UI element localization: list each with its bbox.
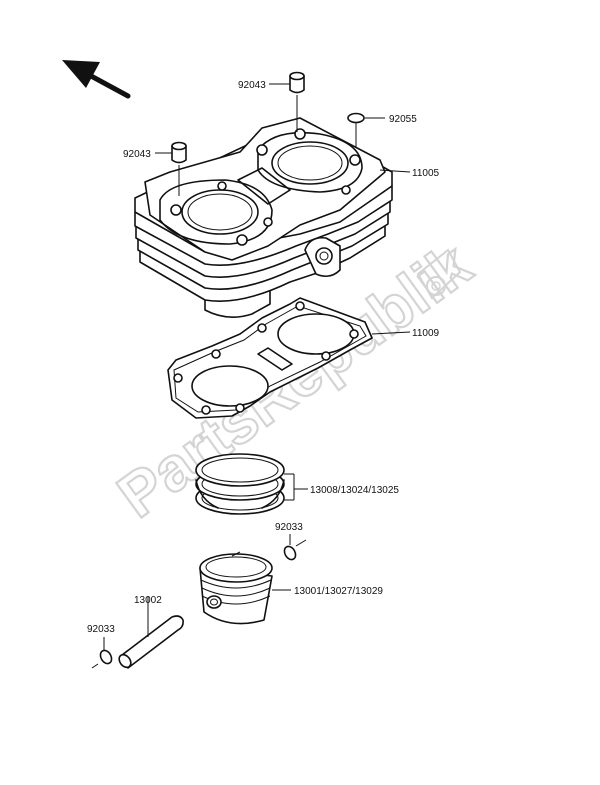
label-gasket: 11009 (412, 328, 440, 339)
piston (199, 551, 273, 625)
label-piston: 13001/13027/13029 (294, 586, 383, 597)
o-ring (347, 112, 365, 148)
leader-lines (155, 83, 411, 591)
label-o-ring: 92055 (389, 114, 417, 125)
label-cylinder: 11005 (412, 168, 440, 179)
label-circlip-left: 92033 (87, 624, 115, 635)
piston-ring-set (195, 453, 285, 515)
arrow-up-left-icon (62, 60, 131, 99)
label-dowel-top: 92043 (238, 80, 266, 91)
dowel-pin-left (171, 141, 187, 196)
label-circlip-right: 92033 (275, 522, 303, 533)
piston-pin (118, 596, 184, 669)
gear-icon (416, 248, 462, 300)
cylinder-block (134, 117, 393, 318)
circlip-right (283, 534, 307, 561)
cylinder-gasket (167, 297, 373, 419)
label-ring-set: 13008/13024/13025 (310, 485, 399, 496)
label-piston-pin: 13002 (134, 595, 162, 606)
circlip-left (91, 637, 113, 669)
label-dowel-left: 92043 (123, 149, 151, 160)
part-labels: 92043 92055 92043 11005 11009 13008/1302… (87, 80, 440, 635)
dowel-pin-top (289, 71, 305, 132)
